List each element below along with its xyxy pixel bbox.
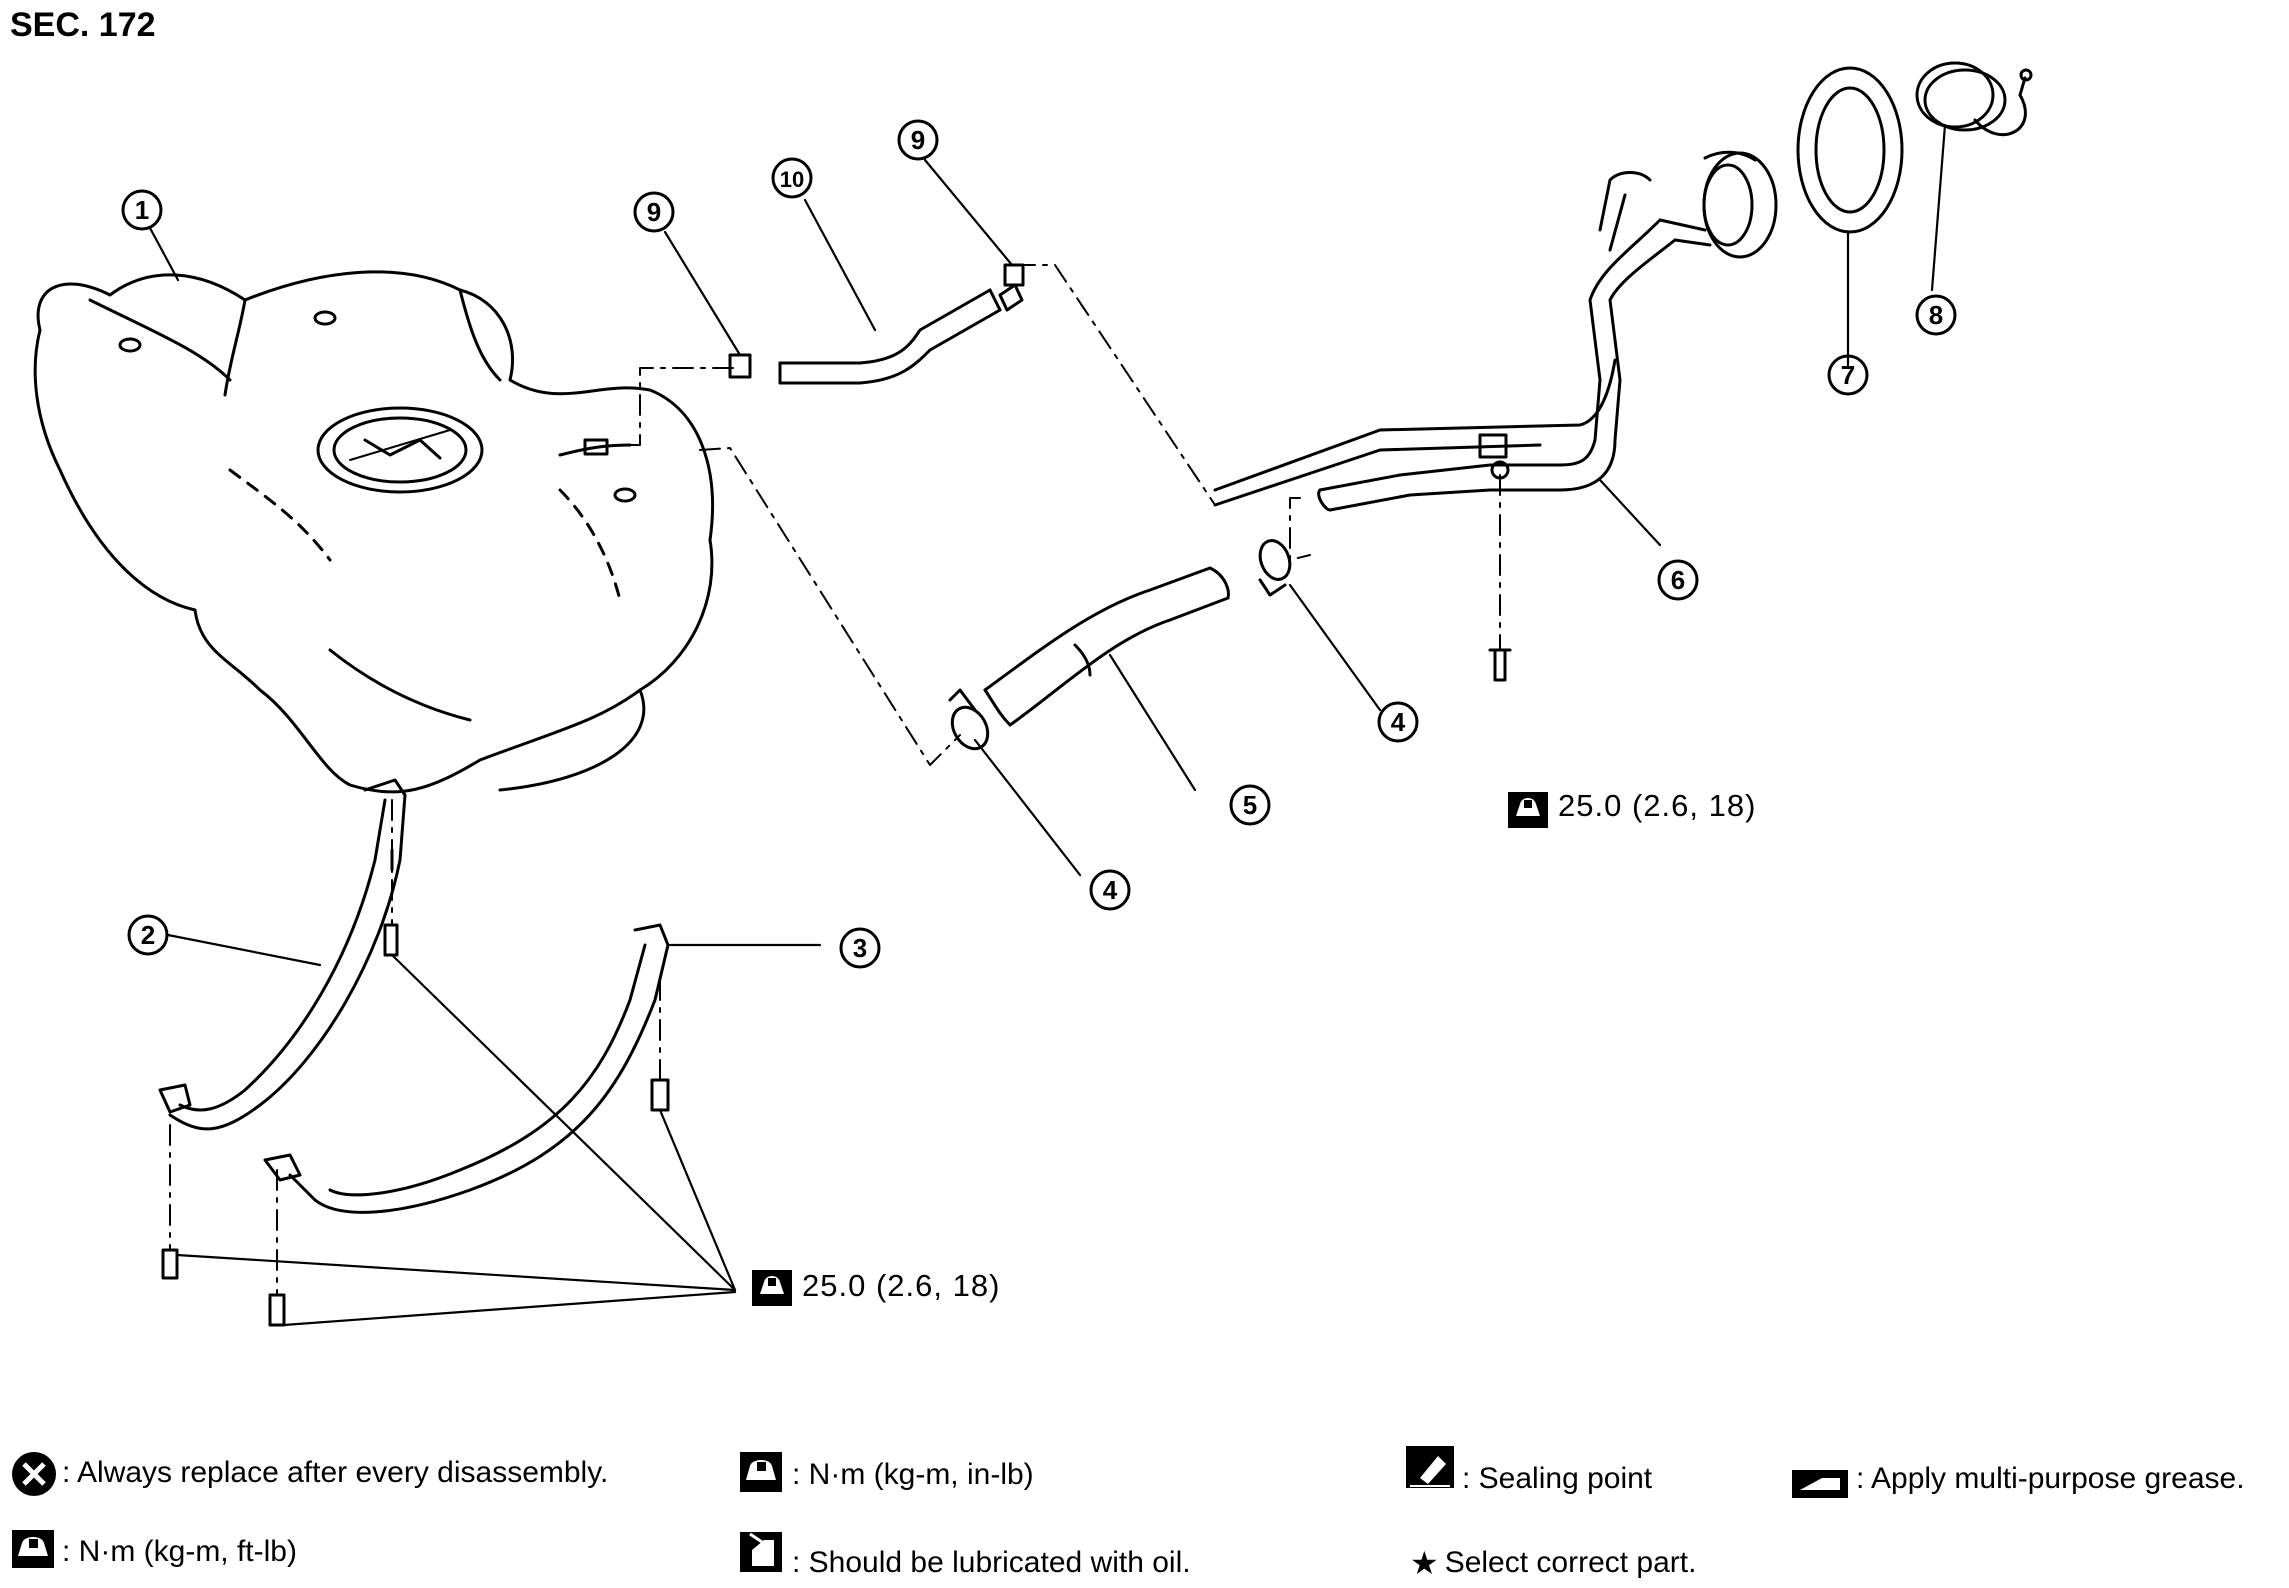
callout-7: 7 xyxy=(1841,360,1855,390)
legend-replace: : Always replace after every disassembly… xyxy=(62,1456,608,1490)
filler-hose xyxy=(948,539,1292,751)
legend-nm-inlb: : N·m (kg-m, in-lb) xyxy=(792,1458,1034,1492)
callout-8: 8 xyxy=(1929,300,1943,330)
filler-tube xyxy=(1213,150,1778,512)
torque-wrench-icon xyxy=(12,1530,54,1568)
clamp-9b xyxy=(1003,263,1025,287)
callout-3: 3 xyxy=(853,933,867,963)
fuel-tank-strap-3 xyxy=(263,923,670,1214)
torque-wrench-icon xyxy=(740,1452,782,1492)
legend-nm-inlb-text: : N·m (kg-m, in-lb) xyxy=(792,1458,1034,1491)
fuel-tank-strap-2 xyxy=(158,778,407,1131)
fuel-cap xyxy=(1915,61,2033,137)
legend-select-part-text: Select correct part. xyxy=(1444,1546,1697,1579)
legend-grease-text: : Apply multi-purpose grease. xyxy=(1856,1462,2245,1495)
torque-wrench-icon xyxy=(1508,792,1548,828)
callout-10: 10 xyxy=(780,167,804,192)
legend-replace-text: : Always replace after every disassembly… xyxy=(62,1456,609,1489)
grease-icon xyxy=(1792,1470,1848,1498)
callout-1: 1 xyxy=(135,195,149,225)
legend-lubricate: : Should be lubricated with oil. xyxy=(792,1546,1191,1580)
legend-grease: : Apply multi-purpose grease. xyxy=(1856,1462,2245,1496)
legend-nm-ftlb-text: : N·m (kg-m, ft-lb) xyxy=(62,1535,297,1568)
clamp-4b xyxy=(1258,539,1292,597)
torque-wrench-icon xyxy=(752,1270,792,1306)
callout-circles xyxy=(121,119,1957,969)
callout-5: 5 xyxy=(1243,790,1257,820)
legend-sealing-text: : Sealing point xyxy=(1462,1462,1653,1495)
clamp-9a xyxy=(728,353,752,379)
sealing-point-icon xyxy=(1406,1446,1454,1488)
strap-torque-spec: 25.0 (2.6, 18) xyxy=(802,1268,1001,1303)
oil-can-icon xyxy=(740,1532,782,1572)
legend-nm-ftlb: : N·m (kg-m, ft-lb) xyxy=(62,1535,297,1569)
filler-gasket xyxy=(1796,66,1904,234)
star-icon: ★ xyxy=(1410,1545,1439,1581)
clamp-4a xyxy=(948,688,990,751)
assembly-lines xyxy=(169,264,1501,1296)
callout-6: 6 xyxy=(1671,565,1685,595)
strap-bolts xyxy=(161,923,670,1327)
callout-9b: 9 xyxy=(911,125,925,155)
fuel-tank xyxy=(33,270,714,794)
callout-2: 2 xyxy=(141,920,155,950)
callout-9a: 9 xyxy=(647,197,661,227)
leader-lines xyxy=(148,123,1947,1327)
x-circle-icon xyxy=(12,1452,56,1496)
legend-select-part: ★ Select correct part. xyxy=(1410,1544,1696,1582)
filler-tube-torque-spec: 25.0 (2.6, 18) xyxy=(1558,788,1757,823)
callout-4b: 4 xyxy=(1391,707,1406,737)
filler-tube-bolt xyxy=(1488,648,1512,682)
vent-hose xyxy=(728,263,1025,385)
section-label: SEC. 172 xyxy=(10,6,156,44)
callout-4a: 4 xyxy=(1103,875,1118,905)
legend-lubricate-text: : Should be lubricated with oil. xyxy=(792,1546,1191,1579)
legend-sealing: : Sealing point xyxy=(1462,1462,1652,1496)
